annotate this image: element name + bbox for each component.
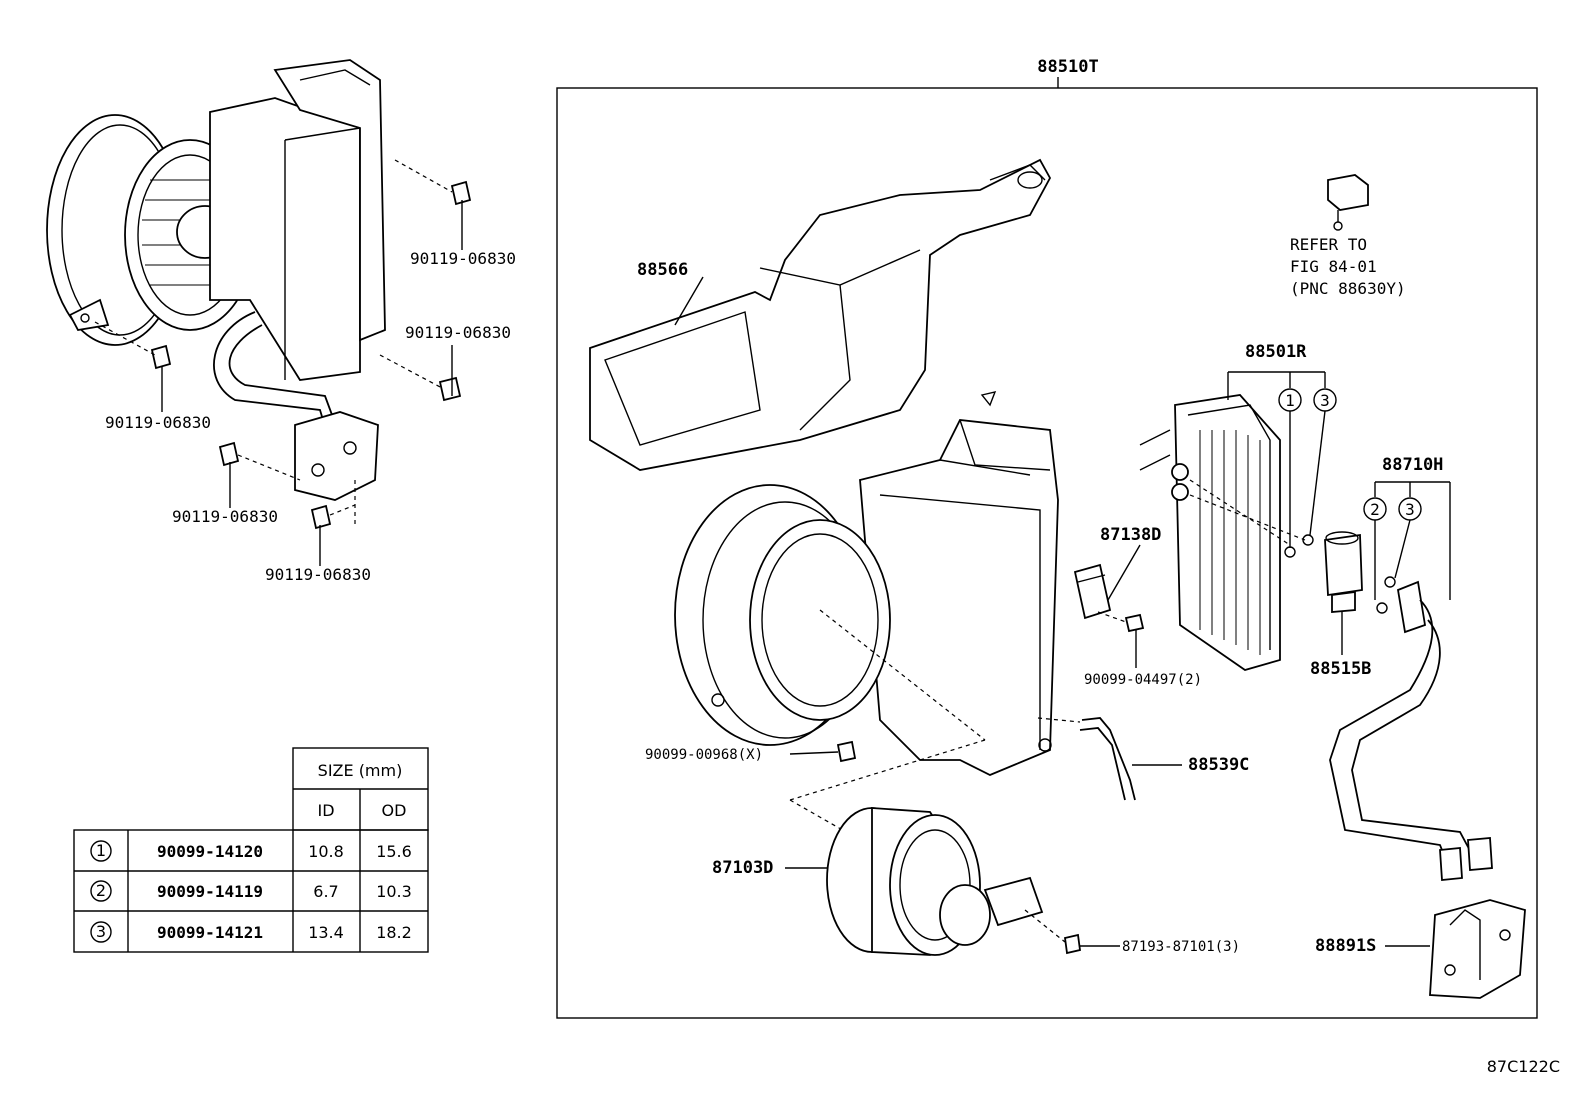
valve-drawing <box>1324 531 1363 613</box>
duct-label[interactable]: 88566 <box>637 260 688 280</box>
case-screw-label[interactable]: 90099-00968(X) <box>645 747 763 763</box>
blower-case-drawing <box>674 419 1059 776</box>
table-row-mark: 1 <box>96 841 106 860</box>
table-row-od: 15.6 <box>376 842 412 861</box>
circle-mark-1: 1 <box>1285 391 1295 410</box>
blower-motor-drawing <box>826 807 1044 956</box>
screw-icon <box>1124 613 1145 633</box>
cover-drawing <box>1429 899 1526 999</box>
hose-label[interactable]: 88539C <box>1188 755 1249 775</box>
resistor-screw-label[interactable]: 90099-04497(2) <box>1084 672 1202 688</box>
screw-icon <box>1063 933 1082 955</box>
evaporator-label[interactable]: 88501R <box>1245 342 1307 362</box>
table-row-part: 90099-14120 <box>157 842 263 861</box>
table-row-od: 18.2 <box>376 923 412 942</box>
refer-line-3: (PNC 88630Y) <box>1290 279 1406 298</box>
circle-mark-3b: 3 <box>1405 500 1415 519</box>
screw-icon <box>150 180 472 530</box>
pipe-drawing <box>1329 580 1493 881</box>
diagram-code: 87C122C <box>1487 1057 1560 1076</box>
assembly-frame <box>556 87 1538 1019</box>
size-table <box>73 747 429 953</box>
assembly-label[interactable]: 88510T <box>1037 57 1098 77</box>
circle-mark-2: 2 <box>1370 500 1380 519</box>
left-blower-assembly-drawing <box>46 59 472 566</box>
left-callout-5[interactable]: 90119-06830 <box>265 565 371 584</box>
table-col-od: OD <box>382 801 407 820</box>
cover-label[interactable]: 88891S <box>1315 936 1376 956</box>
pipe-label[interactable]: 88710H <box>1382 455 1443 475</box>
table-row-part: 90099-14119 <box>157 882 263 901</box>
arrow-icon <box>980 391 997 407</box>
circle-mark-3: 3 <box>1320 391 1330 410</box>
duct-drawing <box>589 158 1052 471</box>
table-row-id: 6.7 <box>313 882 338 901</box>
table-row-id: 13.4 <box>308 923 344 942</box>
valve-label[interactable]: 88515B <box>1310 659 1371 679</box>
table-row-part: 90099-14121 <box>157 923 263 942</box>
table-row-od: 10.3 <box>376 882 412 901</box>
resistor-drawing <box>1073 563 1112 620</box>
connector-drawing <box>1327 174 1369 231</box>
left-callout-4[interactable]: 90119-06830 <box>172 507 278 526</box>
evaporator-drawing <box>1139 394 1281 671</box>
screw-icon <box>836 740 857 763</box>
table-size-header: SIZE (mm) <box>318 761 403 780</box>
left-callout-2[interactable]: 90119-06830 <box>405 323 511 342</box>
resistor-label[interactable]: 87138D <box>1100 525 1161 545</box>
left-callout-3[interactable]: 90119-06830 <box>105 413 211 432</box>
table-row-id: 10.8 <box>308 842 344 861</box>
table-row-mark: 2 <box>96 881 106 900</box>
hose-drawing <box>1079 717 1136 801</box>
blower-motor-label[interactable]: 87103D <box>712 858 773 878</box>
refer-line-2[interactable]: FIG 84-01 <box>1290 257 1377 276</box>
table-col-id: ID <box>317 801 334 820</box>
left-callout-1[interactable]: 90119-06830 <box>410 249 516 268</box>
refer-line-1: REFER TO <box>1290 235 1367 254</box>
motor-screw-label[interactable]: 87193-87101(3) <box>1122 939 1240 955</box>
table-row-mark: 3 <box>96 922 106 941</box>
